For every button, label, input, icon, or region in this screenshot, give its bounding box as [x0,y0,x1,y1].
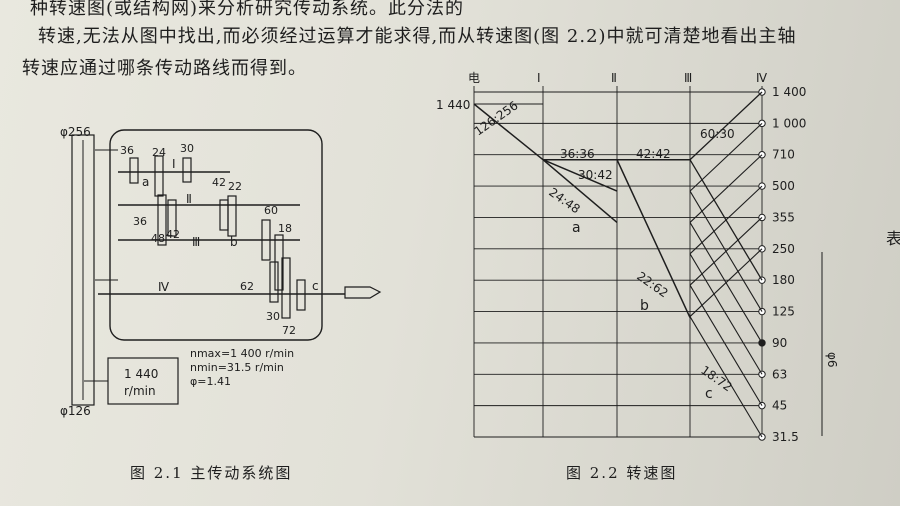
body-text-line-2: 转速,无法从图中找出,而必须经过运算才能求得,而从转速图(图 2.2)中就可清楚… [38,26,797,47]
gear [269,261,279,303]
gear [157,194,167,246]
spindle-tip [344,286,382,299]
shaft-label-I: Ⅰ [172,157,176,171]
gear [182,157,192,183]
pulley-bottom-label: φ126 [60,404,91,418]
ratio-line-b [616,159,691,318]
group-label-a: a [142,175,149,189]
ratio-line-c [689,154,763,223]
speed-label: 1 000 [772,116,806,130]
shaft-label-II: Ⅱ [186,192,192,206]
group-label-c: c [312,279,319,293]
motor-unit-label: r/min [124,384,156,398]
gear-tooth-label: 48 [151,232,165,245]
speed-label: 63 [772,367,787,381]
speed-label: 250 [772,242,795,256]
ratio-line-c [689,253,763,375]
figure-2-1-caption: 图 2.1 主传动系统图 [130,464,293,482]
motor-speed-label: 1 440 [124,367,158,381]
clipped-edge-char: 表 [886,229,900,248]
column-label-0: 电 [468,71,480,85]
speed-label: 500 [772,179,795,193]
speed-label: 125 [772,305,795,319]
gear-tooth-label: 18 [278,222,292,235]
gear [129,157,139,184]
figure-2-2-caption: 图 2.2 转速图 [566,464,678,482]
group-label-c: c [705,386,713,402]
ratio-line-c [689,217,763,286]
gear [281,257,291,319]
gear-tooth-label: 30 [180,142,194,155]
speed-label: 31.5 [772,430,799,444]
gear-tooth-label: 42 [212,176,226,189]
gear [154,155,164,197]
ratio-label: 22:62 [634,269,670,300]
speed-label: 180 [772,273,795,287]
gear-tooth-label: 42 [166,228,180,241]
group-label-b: b [640,298,649,314]
shaft-label-III: Ⅲ [192,235,200,249]
ratio-label: 36:36 [560,147,595,161]
ratio-label: 60:30 [700,127,735,141]
gear-tooth-label: 24 [152,146,166,159]
ratio-line-c [689,122,763,192]
ratio-line-a [542,159,618,224]
phi-label: φ6 [825,352,839,368]
gear [296,279,306,311]
gear-tooth-label: 22 [228,180,242,193]
gear [227,195,237,237]
spec-nmax: nmax=1 400 r/min [190,347,294,360]
speed-label: 45 [772,399,787,413]
gear-tooth-label: 36 [120,144,134,157]
ratio-line-c [689,316,763,438]
motor-speed-label: 1 440 [436,98,470,112]
body-text-line-3: 转速应通过哪条传动路线而得到。 [22,58,307,79]
belt-pulley-bar [71,134,95,406]
group-label-b: b [230,235,238,249]
speed-label: 355 [772,210,795,224]
pulley-top-label: φ256 [60,125,91,139]
ratio-line-a [542,159,618,192]
spec-phi: φ=1.41 [190,375,231,388]
column-label-3: Ⅲ [684,71,692,85]
gearbox-frame [109,129,323,341]
gear-tooth-label: 30 [266,310,280,323]
column-label-2: Ⅱ [611,71,617,85]
ratio-label: 30:42 [578,168,613,182]
gear [167,199,177,237]
gear-tooth-label: 62 [240,280,254,293]
gear-tooth-label: 36 [133,215,147,228]
gear-tooth-label: 72 [282,324,296,337]
gear-tooth-label: 60 [264,204,278,217]
ratio-line-a [473,103,544,161]
column-label-4: Ⅳ [756,71,767,85]
speed-label: 90 [772,336,787,350]
transmission-diagram [71,129,382,406]
speed-label: 1 400 [772,85,806,99]
ratio-label: 18:72 [698,363,734,394]
speed-label: 710 [772,148,795,162]
ratio-line-c [689,91,763,161]
ratio-label: 42:42 [636,147,671,161]
speed-diagram [473,86,823,441]
ratio-line-c [689,248,763,317]
column-label-1: Ⅰ [537,71,541,85]
group-label-a: a [572,220,581,236]
ratio-line-c [689,185,763,255]
gear [261,219,271,261]
shaft-label-IV: Ⅳ [158,280,169,294]
spec-nmin: nmin=31.5 r/min [190,361,284,374]
body-text-line-1: 种转速图(或结构网)来分析研究传动系统。此分法的 [30,0,465,19]
